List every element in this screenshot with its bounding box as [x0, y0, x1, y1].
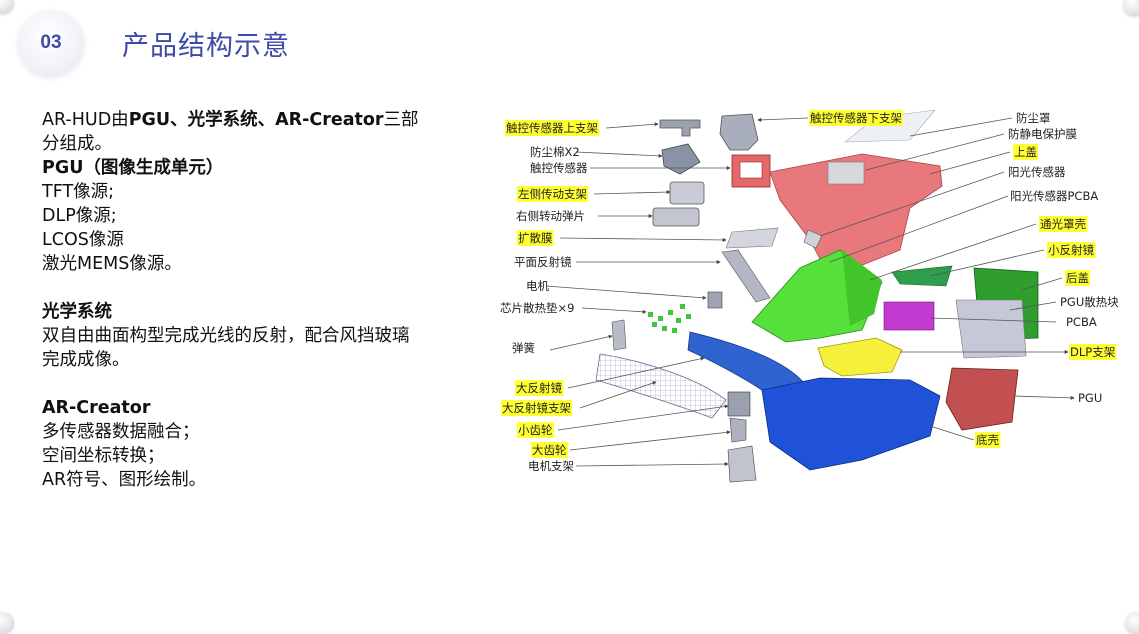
corner-decoration-bottom-left: [0, 612, 14, 634]
part-label-left: 弹簧: [512, 341, 535, 355]
pgu-heat-block: [955, 299, 1027, 359]
creator-item: 空间坐标转换；: [42, 446, 165, 466]
part-label-left: 触控传感器: [530, 161, 588, 175]
right-rotate-spring: [652, 207, 700, 227]
part-label-right: PGU散热块: [1060, 295, 1119, 309]
part-label-left: 扩散膜: [518, 231, 553, 245]
label-highlight: [517, 230, 554, 246]
part-label-right: PCBA: [1066, 315, 1097, 329]
label-highlight: [1047, 242, 1096, 258]
motor-bracket: [727, 445, 757, 483]
small-mirror: [891, 265, 953, 287]
big-mirror-bracket: [595, 353, 727, 419]
part-label-left: 防尘棉X2: [530, 145, 580, 159]
part-label-right: 底壳: [976, 433, 999, 447]
pcba-board: [883, 301, 935, 331]
part-label-right: 阳光传感器PCBA: [1010, 189, 1098, 203]
part-label-left: 左侧传动支架: [518, 187, 587, 201]
label-highlight: [517, 186, 588, 202]
creator-heading: AR-Creator: [42, 398, 151, 418]
label-highlight: [505, 120, 599, 136]
part-label-left: 右侧转动弹片: [516, 209, 585, 223]
creator-item: AR符号、图形绘制。: [42, 470, 207, 490]
optics-line: 完成成像。: [42, 350, 130, 370]
creator-item: 多传感器数据融合；: [42, 422, 200, 442]
corner-decoration-top-left: [0, 0, 14, 14]
part-label-right: 防静电保护膜: [1008, 127, 1077, 141]
part-label-left: 大齿轮: [532, 443, 567, 457]
section-number-badge: 03: [18, 10, 84, 76]
part-label-right: 上盖: [1014, 145, 1037, 159]
part-label-right: 通光罩壳: [1040, 217, 1086, 231]
part-label-right: 防尘罩: [1016, 111, 1051, 125]
part-label-right: 后盖: [1066, 271, 1089, 285]
spring: [611, 319, 627, 351]
part-label-left: 大反射镜支架: [502, 401, 571, 415]
part-label-right: 小反射镜: [1048, 243, 1094, 257]
section-number: 03: [40, 32, 62, 53]
part-label-left: 小齿轮: [518, 423, 553, 437]
label-highlight: [1065, 270, 1090, 286]
label-highlight: [531, 442, 568, 458]
part-label-left: 触控传感器上支架: [506, 121, 598, 135]
dlp-bracket: [817, 337, 903, 377]
part-label-right: 阳光传感器: [1008, 165, 1066, 179]
part-label-left: 电机支架: [528, 459, 574, 473]
leader-lines: [545, 117, 1075, 467]
pgu-item: DLP像源;: [42, 206, 117, 226]
pgu-item: 激光MEMS像源。: [42, 254, 182, 274]
part-label-left: 电机: [526, 279, 549, 293]
part-label-left: 大反射镜: [516, 381, 562, 395]
optics-heading: 光学系统: [42, 302, 112, 322]
pgu-item: LCOS像源: [42, 230, 124, 250]
pgu-heading: PGU（图像生成单元）: [42, 158, 224, 178]
label-highlight: [1039, 216, 1088, 232]
small-gear: [727, 391, 751, 417]
label-highlight: [809, 110, 903, 126]
left-drive-bracket: [669, 181, 705, 205]
label-highlight: [517, 422, 554, 438]
part-label-left: 芯片散热垫×9: [500, 301, 574, 315]
optics-line: 双自由曲面构型完成光线的反射，配合风挡玻璃: [42, 326, 410, 346]
label-highlight: [515, 380, 564, 396]
part-label-top: 触控传感器下支架: [810, 111, 902, 125]
motor: [707, 291, 723, 309]
label-highlight: [975, 432, 1001, 448]
touch-sensor-lower-bracket: [719, 113, 759, 151]
flat-mirror: [721, 249, 771, 303]
description-text: AR-HUD由PGU、光学系统、AR-Creator三部 分组成。 PGU（图像…: [42, 108, 462, 492]
parts-illustration: [595, 109, 1039, 483]
chip-thermal-pads: [648, 304, 691, 333]
pgu-item: TFT像源;: [42, 182, 115, 202]
page-title: 产品结构示意: [122, 31, 290, 62]
bottom-shell: [761, 377, 941, 471]
upper-cover: [769, 153, 943, 279]
big-gear: [729, 417, 747, 443]
corner-decoration-top-right: [1123, 0, 1139, 16]
label-highlight: [1069, 344, 1117, 360]
label-highlight: [501, 400, 572, 416]
part-label-right: DLP支架: [1070, 345, 1115, 359]
intro-line: AR-HUD由PGU、光学系统、AR-Creator三部: [42, 110, 419, 130]
dust-cotton: [661, 143, 701, 175]
intro-line-2: 分组成。: [42, 134, 112, 154]
label-highlight: [1013, 144, 1038, 160]
diffuser: [725, 227, 779, 249]
part-label-right: PGU: [1078, 391, 1102, 405]
touch-sensor-upper-bracket: [659, 119, 701, 137]
pgu-module: [945, 367, 1019, 431]
part-label-left: 平面反射镜: [514, 255, 572, 269]
corner-decoration-bottom-right: [1125, 612, 1139, 634]
